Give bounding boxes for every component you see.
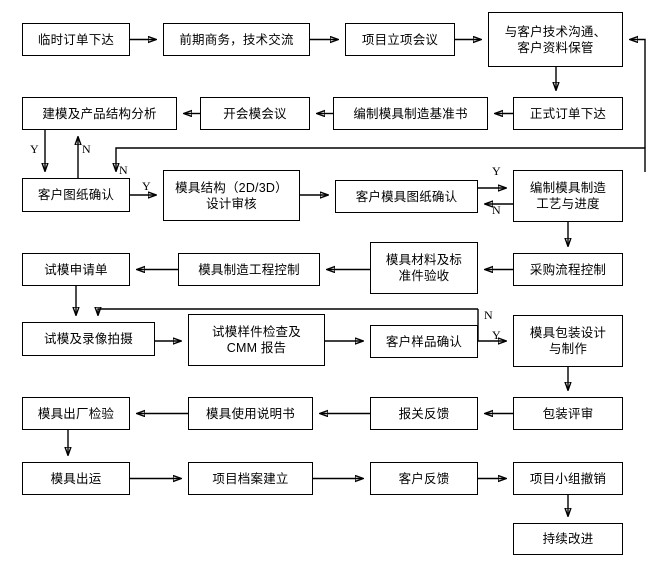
flow-node-label: 前期商务，技术交流 bbox=[179, 32, 294, 47]
flow-node-label: 试模样件检查及 CMM 报告 bbox=[212, 325, 301, 355]
flow-node-label: 持续改进 bbox=[542, 532, 594, 546]
edge-label-n4: N bbox=[484, 308, 493, 322]
flow-node-label: 报关反馈 bbox=[398, 406, 450, 421]
flow-node-n4[interactable]: 与客户技术沟通、 客户资料保管 bbox=[488, 12, 623, 67]
flow-node-label: 编制模具制造 工艺与进度 bbox=[529, 181, 607, 211]
flow-node-label: 模具出厂检验 bbox=[37, 406, 115, 421]
flow-node-label: 与客户技术沟通、 客户资料保管 bbox=[504, 24, 607, 55]
edge-label-y2: Y bbox=[142, 179, 151, 193]
flow-node-n15[interactable]: 模具制造工程控制 bbox=[178, 253, 320, 286]
flow-node-n12[interactable]: 编制模具制造 工艺与进度 bbox=[513, 170, 623, 222]
flow-node-n23[interactable]: 模具使用说明书 bbox=[188, 397, 313, 430]
flow-node-n9[interactable]: 客户图纸确认 bbox=[22, 178, 130, 212]
flow-node-n11[interactable]: 客户模具图纸确认 bbox=[335, 180, 478, 213]
flow-node-n27[interactable]: 客户反馈 bbox=[370, 462, 478, 495]
flow-node-n24[interactable]: 模具出厂检验 bbox=[22, 397, 130, 430]
flow-node-label: 模具包装设计 与制作 bbox=[529, 326, 607, 356]
flow-node-label: 开会模会议 bbox=[223, 106, 287, 121]
flow-node-n3[interactable]: 项目立项会议 bbox=[345, 23, 455, 56]
flow-node-n19[interactable]: 客户样品确认 bbox=[370, 325, 478, 358]
flow-node-label: 客户图纸确认 bbox=[37, 188, 115, 202]
edge-label-y4: Y bbox=[492, 328, 501, 342]
flow-node-label: 模具结构（2D/3D） 设计审核 bbox=[175, 180, 288, 211]
flow-node-n13[interactable]: 采购流程控制 bbox=[513, 253, 623, 286]
edge-label-n3: N bbox=[492, 203, 501, 217]
flow-node-n14[interactable]: 模具材料及标 准件验收 bbox=[370, 242, 478, 294]
edge-label-n1: N bbox=[82, 142, 91, 156]
flow-node-n16[interactable]: 试模申请单 bbox=[22, 253, 130, 286]
edge-loop-n-to-n9 bbox=[116, 147, 646, 172]
flow-node-label: 模具制造工程控制 bbox=[198, 262, 300, 277]
flow-node-n10[interactable]: 模具结构（2D/3D） 设计审核 bbox=[163, 170, 300, 221]
flow-node-n29[interactable]: 持续改进 bbox=[513, 523, 623, 555]
flow-node-label: 模具材料及标 准件验收 bbox=[385, 253, 463, 283]
flow-node-label: 模具使用说明书 bbox=[206, 406, 295, 421]
flow-node-label: 项目档案建立 bbox=[212, 471, 289, 486]
flow-node-label: 采购流程控制 bbox=[529, 262, 607, 277]
flow-node-n8[interactable]: 建模及产品结构分析 bbox=[22, 97, 177, 130]
flow-node-n26[interactable]: 项目档案建立 bbox=[188, 462, 313, 495]
flow-node-label: 包装评审 bbox=[542, 406, 594, 421]
flow-node-n2[interactable]: 前期商务，技术交流 bbox=[163, 23, 310, 56]
flow-node-n7[interactable]: 开会模会议 bbox=[200, 97, 310, 130]
flow-node-label: 正式订单下达 bbox=[529, 106, 607, 121]
flow-node-n28[interactable]: 项目小组撤销 bbox=[513, 462, 623, 495]
flow-node-label: 建模及产品结构分析 bbox=[42, 106, 157, 121]
flow-node-n20[interactable]: 模具包装设计 与制作 bbox=[513, 315, 623, 367]
flow-node-label: 项目立项会议 bbox=[361, 32, 439, 47]
flow-node-n18[interactable]: 试模样件检查及 CMM 报告 bbox=[188, 314, 325, 366]
edge-loop-to-n4 bbox=[630, 40, 646, 148]
flow-node-label: 客户样品确认 bbox=[385, 334, 463, 349]
edge-label-y1: Y bbox=[30, 142, 39, 156]
flow-node-label: 编制模具制造基准书 bbox=[353, 106, 468, 121]
flow-node-label: 模具出运 bbox=[50, 471, 102, 486]
flow-node-label: 试模申请单 bbox=[44, 262, 108, 277]
flow-node-label: 项目小组撤销 bbox=[529, 471, 607, 486]
edge-n19-n17-no bbox=[98, 309, 478, 315]
flow-node-label: 试模及录像拍摄 bbox=[44, 332, 133, 346]
flow-node-n25[interactable]: 模具出运 bbox=[22, 462, 130, 495]
flow-node-n22[interactable]: 报关反馈 bbox=[370, 397, 478, 430]
flow-node-n5[interactable]: 正式订单下达 bbox=[513, 97, 623, 130]
flow-node-label: 临时订单下达 bbox=[37, 32, 115, 47]
flow-node-n17[interactable]: 试模及录像拍摄 bbox=[22, 322, 155, 356]
flow-node-n21[interactable]: 包装评审 bbox=[513, 397, 623, 430]
edge-label-n2: N bbox=[119, 163, 128, 177]
flow-node-label: 客户反馈 bbox=[398, 471, 450, 486]
edge-label-y3: Y bbox=[492, 164, 501, 178]
flow-node-n6[interactable]: 编制模具制造基准书 bbox=[333, 97, 488, 130]
flow-node-n1[interactable]: 临时订单下达 bbox=[22, 23, 130, 56]
flow-node-label: 客户模具图纸确认 bbox=[355, 189, 458, 204]
